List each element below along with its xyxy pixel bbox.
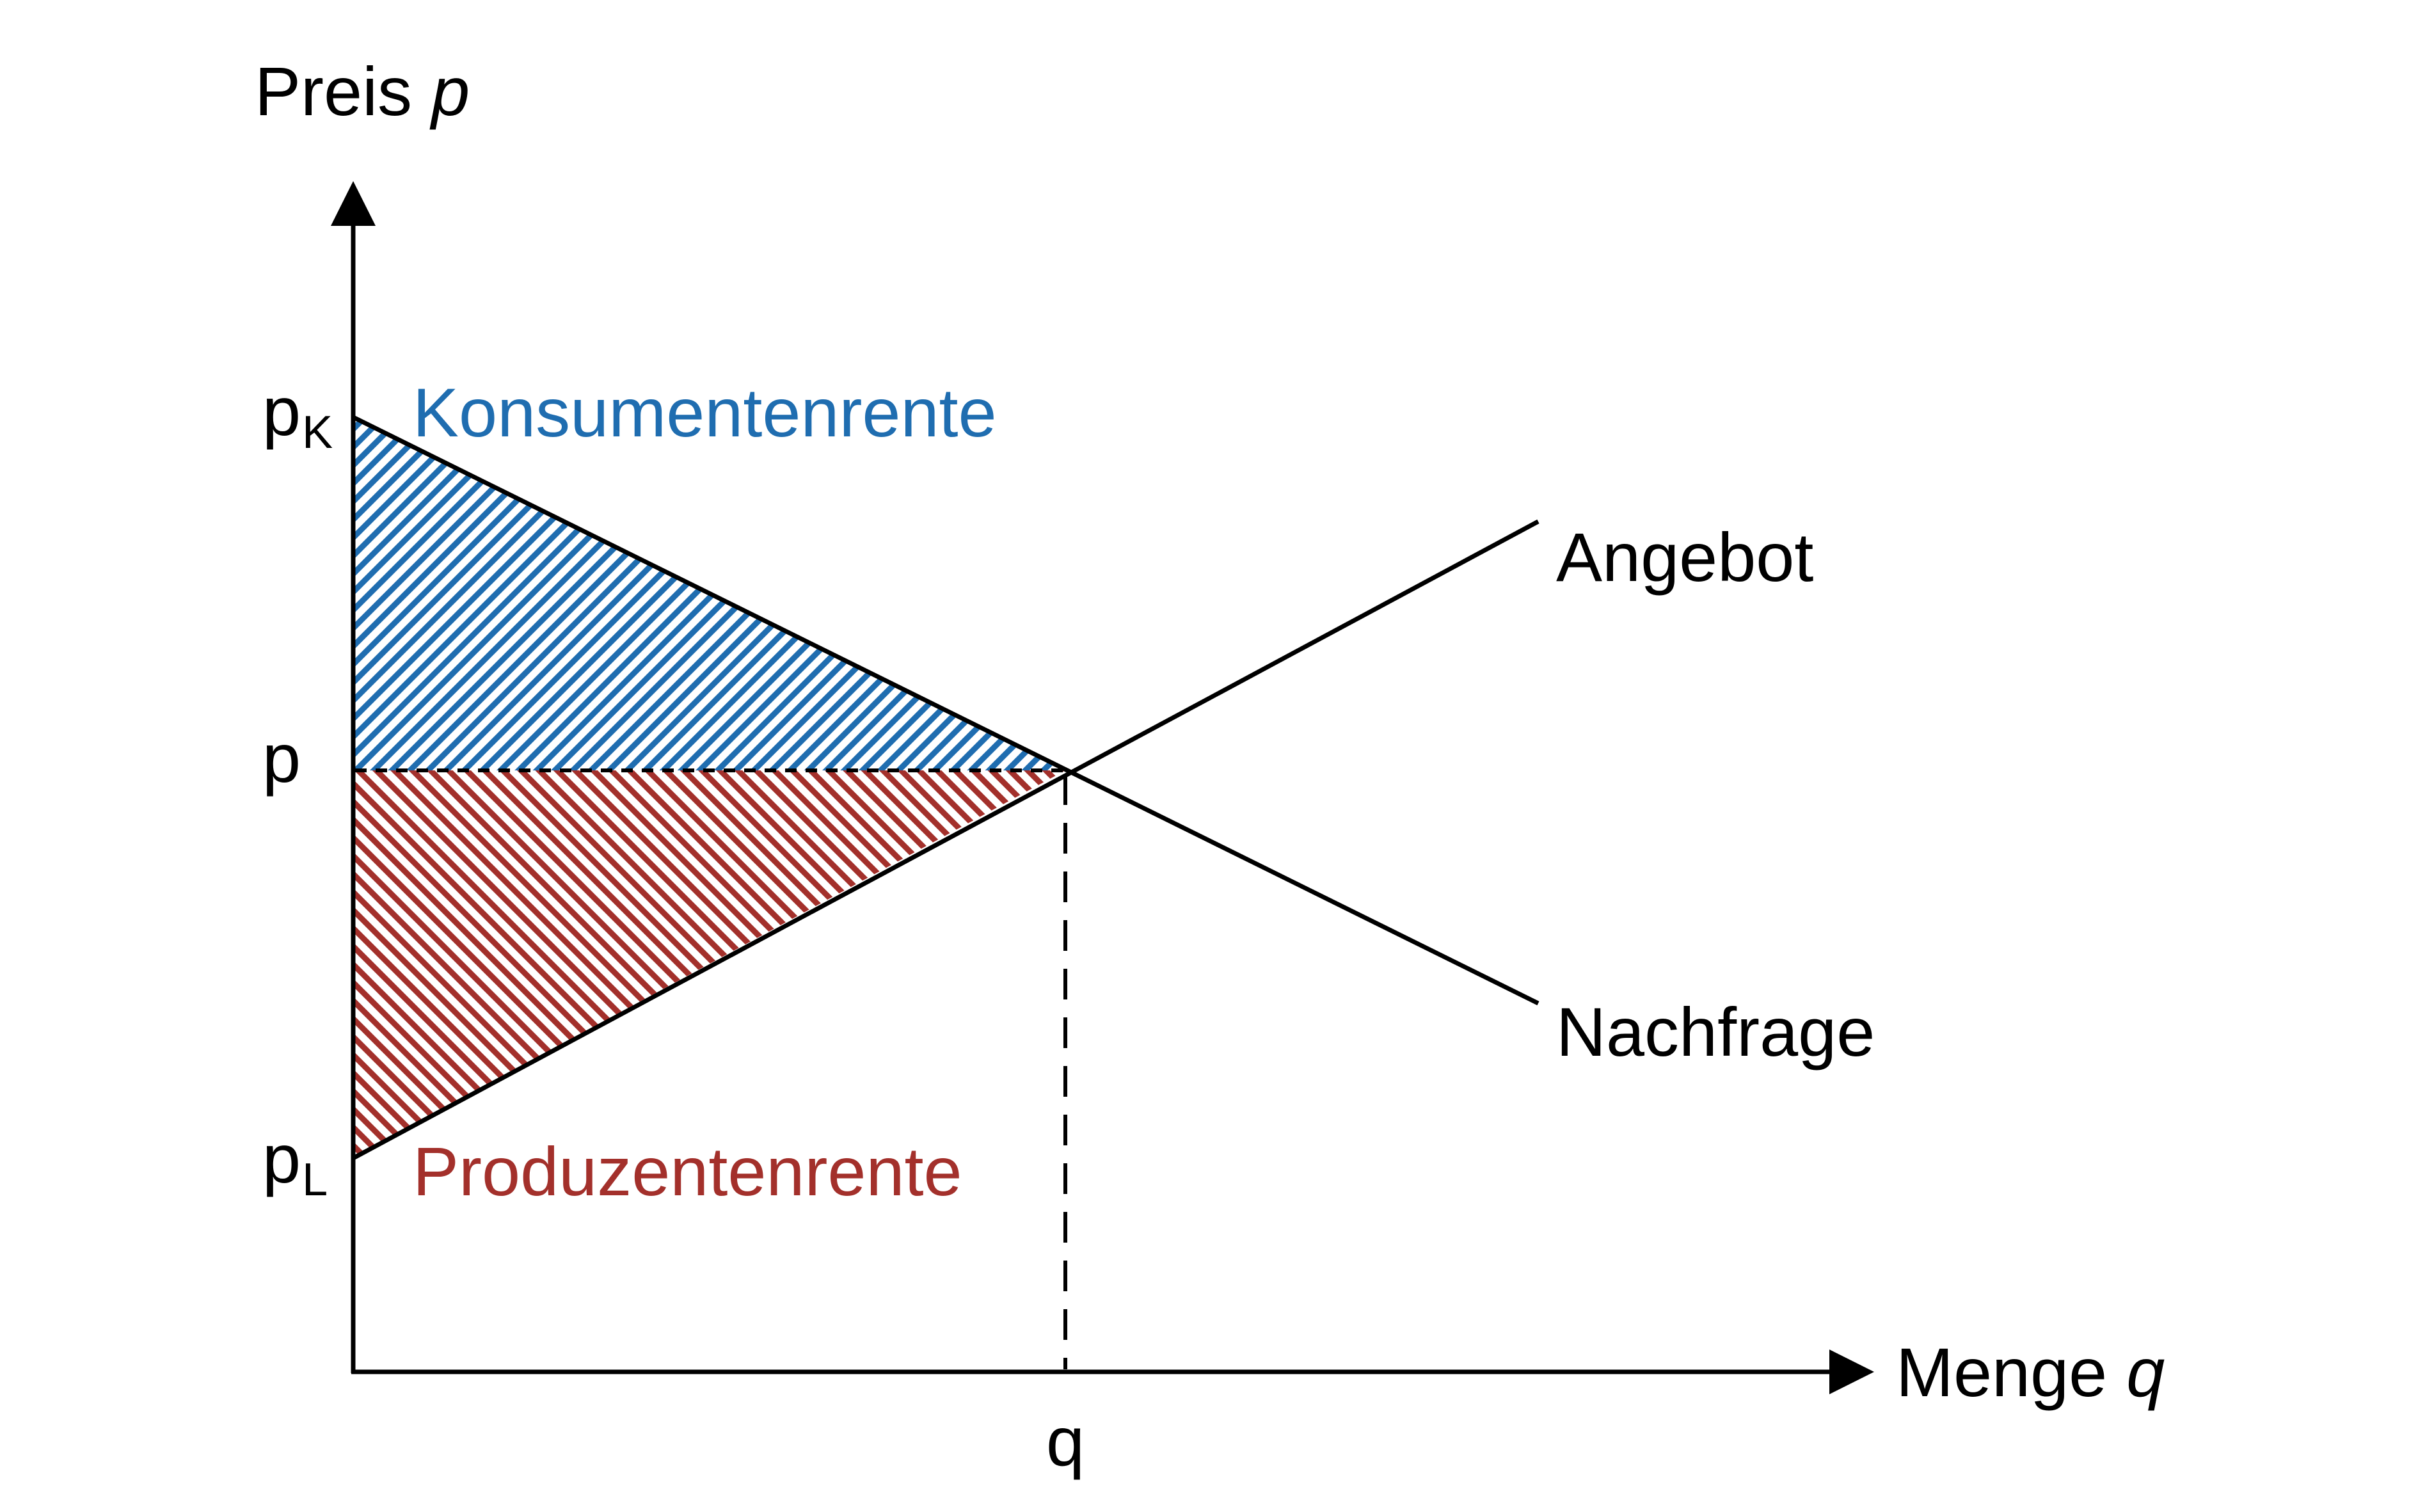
demand-label: Nachfrage (1556, 993, 1875, 1070)
y-axis-label: Preis p (255, 52, 470, 130)
consumer-surplus-label: Konsumentenrente (413, 374, 997, 451)
tick-p: p (262, 719, 301, 797)
supply-curve (352, 519, 1539, 1161)
tick-q: q (1046, 1403, 1085, 1480)
supply-label: Angebot (1556, 518, 1813, 596)
producer-surplus-label: Produzentenrente (413, 1133, 962, 1210)
tick-pl: pL (262, 1120, 328, 1206)
x-axis-label: Menge q (1896, 1333, 2165, 1411)
demand-curve (352, 415, 1539, 1006)
tick-pk: pK (262, 372, 333, 458)
